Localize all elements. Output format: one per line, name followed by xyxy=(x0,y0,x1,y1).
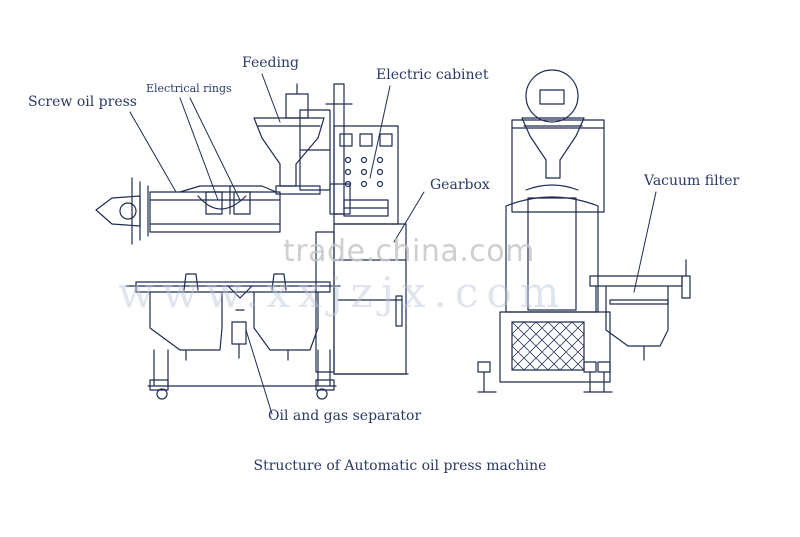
front-hopper xyxy=(521,117,585,179)
motor-pulley xyxy=(511,69,605,213)
label-oil-gas-separator: Oil and gas separator xyxy=(268,408,422,424)
label-gearbox: Gearbox xyxy=(430,177,490,193)
label-feeding: Feeding xyxy=(242,55,299,71)
filter-tanks xyxy=(149,285,319,361)
feeding-hopper xyxy=(253,83,331,195)
label-electrical-rings: Electrical rings xyxy=(146,82,232,95)
oil-tray xyxy=(125,273,341,293)
label-screw-oil-press: Screw oil press xyxy=(28,94,137,110)
press-front-cone xyxy=(95,177,149,245)
leader-lines xyxy=(129,73,657,415)
electrical-rings xyxy=(197,185,251,215)
right-front-view xyxy=(477,69,691,393)
diagram-caption: Structure of Automatic oil press machine xyxy=(253,458,547,474)
vacuum-filter-tank xyxy=(589,259,691,361)
left-side-view xyxy=(95,83,409,400)
press-column xyxy=(505,184,599,313)
lower-cabinet xyxy=(499,311,611,383)
label-vacuum-filter: Vacuum filter xyxy=(644,173,740,189)
base-frame xyxy=(147,349,409,400)
front-feet xyxy=(477,361,613,393)
label-electric-cabinet: Electric cabinet xyxy=(376,67,489,83)
